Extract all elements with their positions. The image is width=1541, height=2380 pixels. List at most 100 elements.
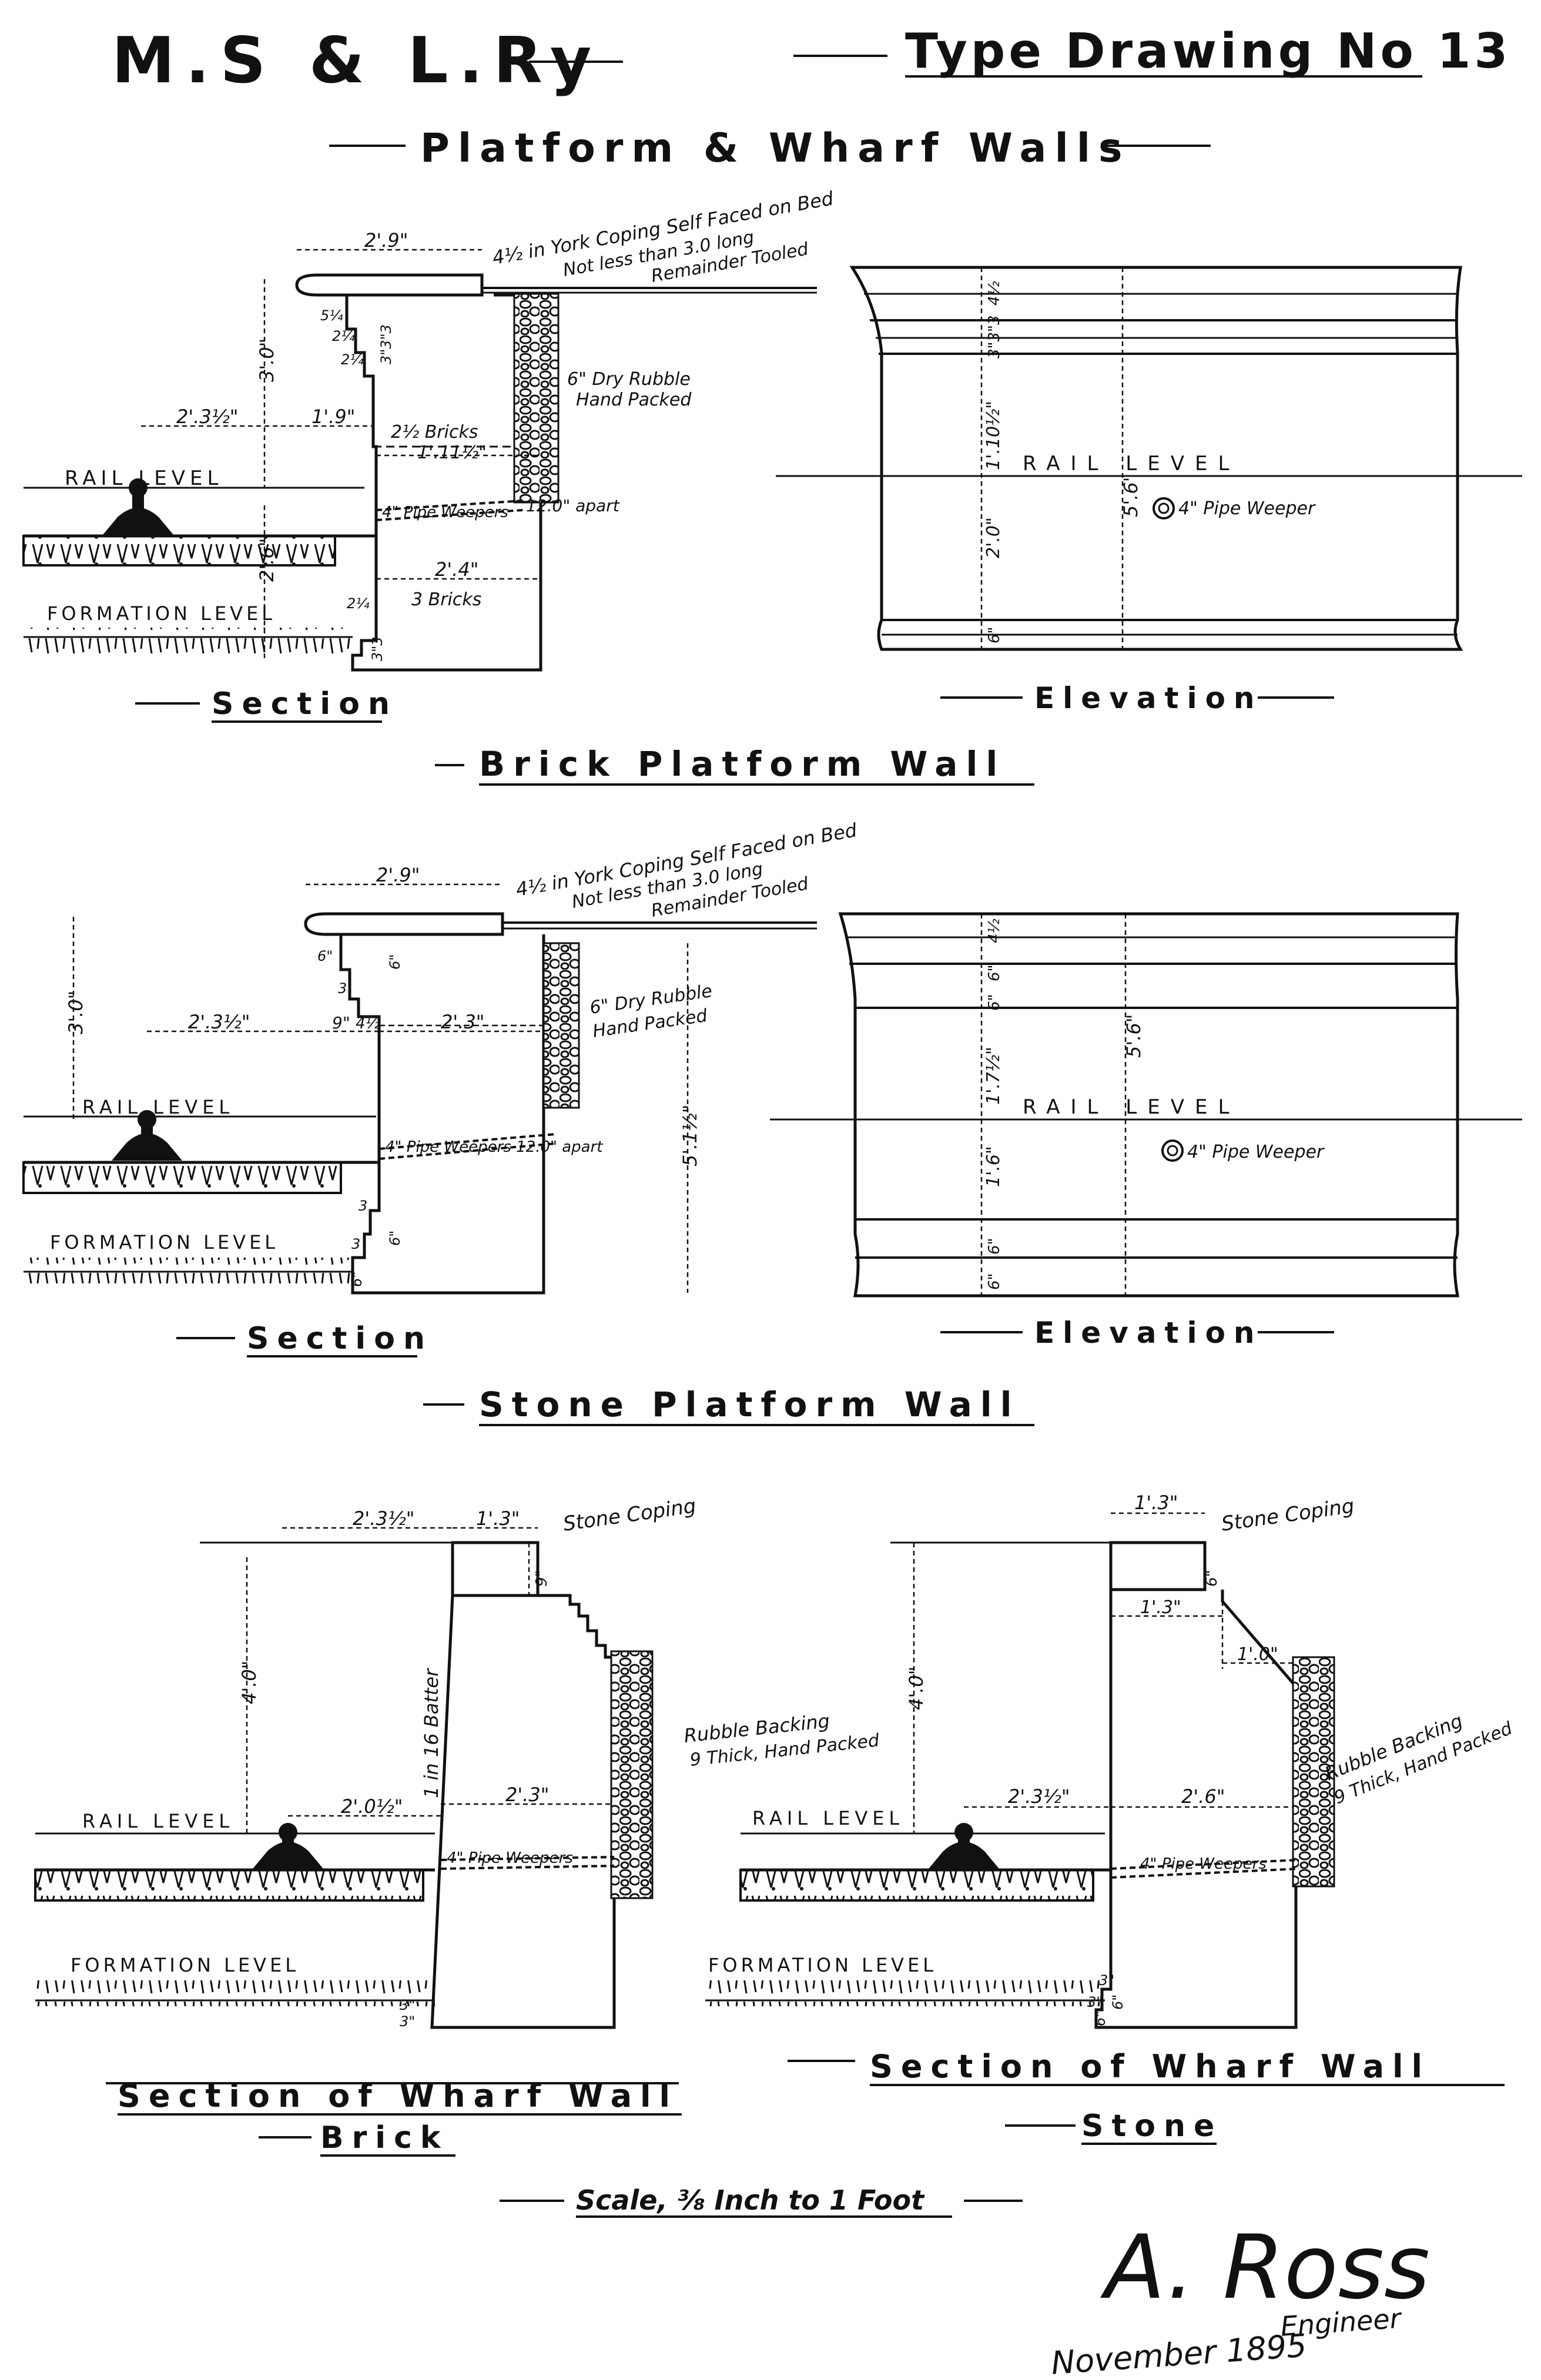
main-title: Platform & Wharf Walls [420, 125, 1131, 172]
rail-level-label: RAIL LEVEL [1023, 1095, 1240, 1119]
formation-ground [24, 628, 353, 653]
weeper-spacing: 12.0" apart [526, 496, 620, 515]
brick-platform-title: Brick Platform Wall [479, 744, 1006, 784]
wharf-stone-subtitle: Stone [1081, 2109, 1222, 2144]
elev-dim-plinth: 6" [986, 626, 1003, 643]
dim-coping-width: 2'.9" [376, 864, 420, 886]
weeper-elev-label: 4" Pipe Weeper [1187, 1142, 1325, 1162]
elev-dim-coping: 4½ [986, 281, 1003, 306]
rubble-note-2: Hand Packed [576, 390, 692, 410]
elev-dim-band-3: 6" [986, 1238, 1003, 1255]
rail-chair-icon [112, 1110, 182, 1161]
rail-level-label: RAIL LEVEL [82, 1096, 234, 1118]
weeper-note: 4" Pipe Weepers [382, 504, 508, 521]
dim-depth: 2'.6" [256, 538, 278, 582]
dim-thickness: 2'.3" [441, 1011, 484, 1033]
dim-step-3: 3 [351, 1236, 360, 1252]
wharf-brick-title: Section of Wharf Wall [118, 2077, 678, 2114]
wharf-wall-stone-section: RAIL LEVEL FORMATION LEVEL Stone Coping … [705, 1491, 1516, 2145]
rubble-backing [1292, 1656, 1335, 1888]
dim-splay: 1'.0" [1237, 1644, 1278, 1665]
elev-dim-upper: 1'.7½" [983, 1047, 1004, 1105]
stone-wall-outline [339, 934, 545, 1295]
dim-course-2: 6" [387, 954, 403, 970]
rail-level-label: RAIL LEVEL [82, 1810, 234, 1832]
coping-stone [304, 912, 504, 936]
rubble-backing [542, 942, 580, 1109]
dim-step: 9" [332, 1013, 350, 1033]
elev-dim-total: 5'.6" [1123, 1014, 1145, 1058]
rail-level-label: RAIL LEVEL [65, 467, 223, 490]
coping-stone [1109, 1541, 1207, 1591]
dim-course-2: 6" [1092, 2011, 1108, 2026]
railway-title: M.S & L.Ry [112, 24, 602, 98]
dim-step-4: 3"3"3 [378, 324, 394, 364]
rail-chair-icon [103, 478, 173, 535]
dim-offset: 2'.3½" [1008, 1785, 1070, 1808]
dim-step-2: 3" [1087, 1994, 1103, 2010]
stone-wharf-wall [1094, 1590, 1298, 2029]
elev-dim-band-4: 6" [986, 1273, 1003, 1290]
dim-height: 4'.0" [905, 1667, 927, 1710]
dim-footing-2: 3" [400, 2013, 415, 2030]
rail-level-label: RAIL LEVEL [1023, 452, 1240, 475]
rail-level-label: RAIL LEVEL [752, 1807, 904, 1829]
dim-step-5: 2¼ [347, 595, 370, 612]
elevation-outline [849, 266, 1463, 651]
wharf-brick-subtitle: Brick [320, 2120, 449, 2156]
weeper-note: 4" Pipe Weepers [1140, 1855, 1267, 1873]
dim-course-3: 6" [387, 1231, 403, 1246]
dim-height: 3'.0" [256, 338, 278, 382]
stone-platform-title: Stone Platform Wall [479, 1385, 1020, 1424]
dim-step-2: 2¼ [332, 328, 355, 344]
dim-course-1: 6" [317, 948, 333, 964]
brick-wharf-wall [430, 1594, 616, 2029]
pipe-weeper-icon [1161, 1139, 1184, 1162]
elev-dim-upper: 1'.10½" [983, 401, 1004, 470]
elev-dim-lower: 2'.0" [983, 517, 1004, 558]
signature: A. Ross [1100, 2217, 1430, 2319]
elev-dim-lower: 1'.6" [983, 1146, 1004, 1187]
formation-ground [24, 1258, 353, 1283]
rubble-backing [610, 1650, 654, 1899]
brick-platform-section: RAIL LEVEL FORMATION LEVEL 4½ in York Co… [22, 187, 835, 723]
ballast [22, 535, 336, 566]
wharf-stone-title: Section of Wharf Wall [870, 2048, 1431, 2085]
dim-depth: 5'.1½" [679, 1105, 701, 1166]
ballast [22, 1161, 342, 1194]
dim-step-1: 3 [338, 980, 347, 997]
rail-chair-icon [253, 1823, 323, 1869]
ballast [34, 1869, 424, 1902]
stone-coping-label: Stone Coping [562, 1494, 698, 1536]
section-label: Section [247, 1321, 433, 1356]
formation-level-label: FORMATION LEVEL [708, 1954, 937, 1976]
coping-stone [295, 273, 484, 297]
dim-step-1: 5¼ [320, 307, 343, 324]
dim-coping-depth: 6" [1203, 1570, 1221, 1587]
dim-offset: 2'.3½" [176, 405, 238, 428]
section-label: Section [212, 686, 398, 722]
dim-height: 3'.0" [65, 991, 87, 1034]
dim-offset: 2'.0½" [341, 1795, 403, 1818]
dim-thickness: 2'.3" [505, 1784, 549, 1806]
dim-batter: 4½ [356, 1015, 380, 1033]
weeper-elev-label: 4" Pipe Weeper [1178, 498, 1316, 519]
dim-step-3: 2¼ [341, 351, 364, 368]
rubble-backing [513, 293, 560, 504]
formation-level-label: FORMATION LEVEL [50, 1231, 279, 1253]
batter-label: 1 in 16 Batter [420, 1668, 443, 1798]
bricks-lower-label: 3 Bricks [411, 589, 481, 610]
elev-dim-bands: 3"3"3 [986, 315, 1003, 358]
dim-footing-1: 3" [400, 1997, 415, 2013]
footer: Scale, ⅜ Inch to 1 Foot A. Ross Engineer… [500, 2184, 1430, 2380]
brick-platform-elevation: RAIL LEVEL 4" Pipe Weeper 4½ 3"3"3 1'.10… [776, 266, 1522, 715]
header: M.S & L.Ry Type Drawing No 13 Platform &… [112, 24, 1508, 172]
elevation-label: Elevation [1034, 1316, 1263, 1350]
weeper-note: 4" Pipe Weepers [447, 1849, 573, 1867]
formation-level-label: FORMATION LEVEL [71, 1954, 299, 1976]
stone-platform-section: RAIL LEVEL FORMATION LEVEL 4½ in York Co… [22, 819, 859, 1357]
dim-height: 4'.0" [238, 1661, 260, 1704]
ballast [739, 1869, 1094, 1902]
dim-coping-width: 2'.9" [364, 229, 408, 252]
